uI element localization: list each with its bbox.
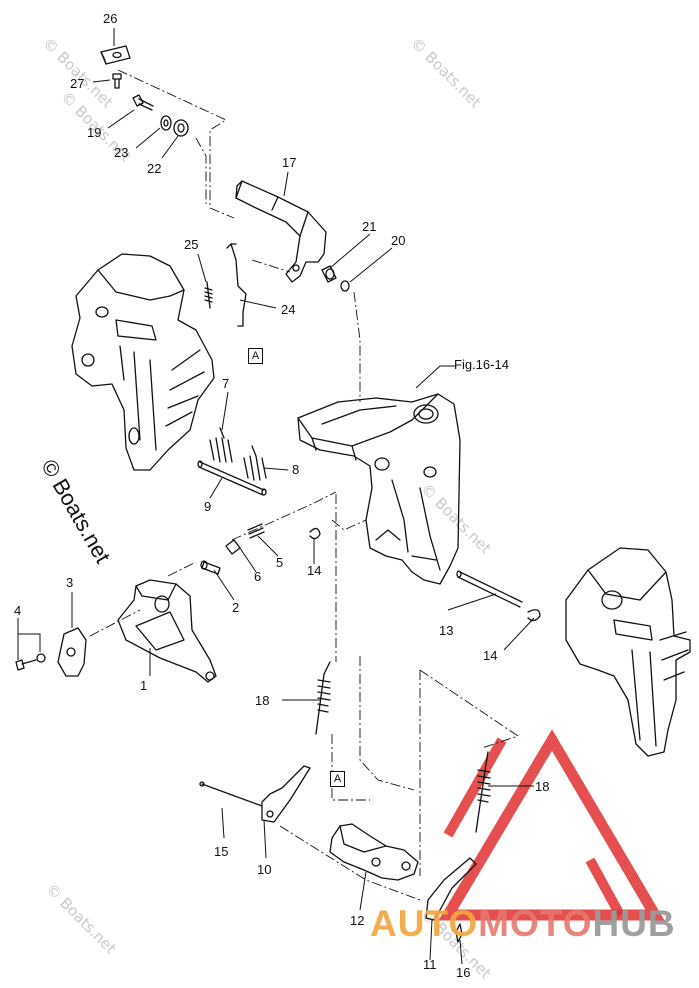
leader-lines	[17, 28, 535, 965]
callout-14b: 14	[483, 648, 498, 663]
callout-3: 3	[66, 575, 74, 590]
brand-logo-part1: AUTO	[370, 903, 479, 944]
reference-box-a: A	[248, 348, 263, 364]
callout-14: 14	[307, 563, 322, 578]
part-14-clip	[527, 609, 541, 622]
part-15-pin	[199, 781, 263, 807]
part-11-lever	[425, 857, 477, 921]
part-25-spring	[204, 281, 213, 309]
part-6-clip	[225, 539, 241, 555]
callout-15: 15	[214, 844, 229, 859]
part-21-collar	[321, 265, 337, 283]
callout-22: 22	[147, 161, 162, 176]
brand-logo: AUTOMOTOHUB	[370, 903, 676, 945]
brand-logo-part3: HUB	[592, 903, 676, 944]
callout-16: 16	[456, 965, 471, 980]
callout-7: 7	[222, 376, 230, 391]
callout-10: 10	[257, 862, 272, 877]
part-8-spring	[243, 445, 267, 481]
callout-20: 20	[391, 233, 406, 248]
swivel-bracket	[297, 393, 461, 585]
part-9-shaft	[197, 460, 267, 496]
part-22-washer	[173, 119, 189, 137]
brand-logo-part2: MOTO	[478, 903, 593, 944]
callout-17: 17	[282, 155, 297, 170]
brand-triangle-icon	[438, 729, 665, 921]
part-18-spring	[315, 661, 331, 735]
figure-reference-label: Fig.16-14	[454, 357, 509, 372]
part-16-pin	[455, 923, 463, 943]
brand-triangle-inner-icon	[443, 737, 625, 918]
callout-11: 11	[423, 957, 437, 972]
part-13-shaft	[456, 570, 523, 608]
left-bracket	[71, 253, 215, 471]
callout-8: 8	[292, 462, 300, 477]
part-3-plate	[57, 627, 87, 677]
part-7-spring	[209, 427, 233, 463]
part-4-screw	[15, 653, 46, 671]
part-23-washer	[160, 115, 172, 131]
part-14-clip	[309, 527, 321, 540]
part-17-bracket	[235, 180, 327, 283]
callout-9: 9	[204, 499, 212, 514]
part-20-washer	[340, 280, 350, 292]
callout-23: 23	[114, 145, 129, 160]
part-2-pin	[200, 560, 221, 575]
reference-box-a-2: A	[330, 771, 345, 787]
callout-1: 1	[140, 678, 148, 693]
callout-4: 4	[14, 603, 22, 618]
center-lines	[89, 69, 520, 901]
part-5-spring	[247, 523, 265, 539]
callout-21: 21	[362, 219, 377, 234]
callout-18: 18	[255, 693, 270, 708]
callout-18b: 18	[535, 779, 550, 794]
part-27-bolt	[112, 73, 122, 89]
callout-5: 5	[276, 555, 284, 570]
part-10-lever	[261, 765, 311, 823]
part-24-rod	[226, 243, 247, 327]
callout-19: 19	[87, 125, 102, 140]
callout-12: 12	[350, 913, 365, 928]
callout-26: 26	[103, 11, 118, 26]
part-1-bracket	[117, 579, 217, 683]
callout-24: 24	[281, 302, 296, 317]
part-26-plate	[100, 45, 131, 65]
right-bracket	[565, 547, 691, 757]
part-18-spring	[475, 751, 491, 833]
callout-6: 6	[254, 569, 262, 584]
part-12-latch	[329, 823, 419, 881]
callout-13: 13	[439, 623, 454, 638]
callout-25: 25	[184, 237, 199, 252]
callout-2: 2	[232, 600, 240, 615]
part-19-bolt	[132, 94, 154, 111]
callout-27: 27	[70, 76, 85, 91]
